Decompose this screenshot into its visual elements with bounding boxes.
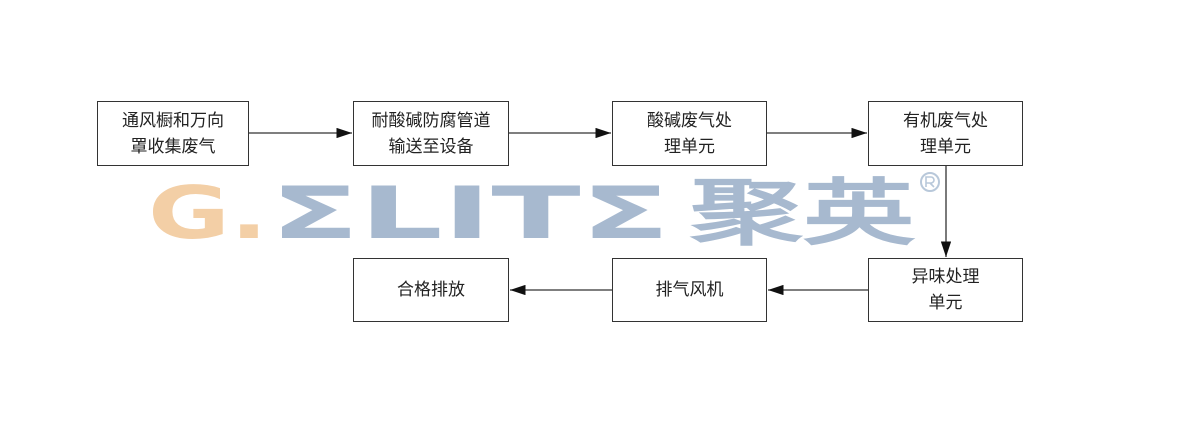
node-text: 理单元 [920,136,971,157]
node-odor: 异味处理单元 [868,258,1023,322]
node-text: 通风橱和万向 [122,110,224,131]
node-text: 单元 [928,293,963,313]
node-text: 酸碱废气处 [647,110,732,131]
node-text: 异味处理 [911,267,980,287]
node-text: 输送至设备 [388,136,474,157]
node-text: 合格排放 [397,280,465,300]
node-text: 排气风机 [655,280,724,300]
watermark-g: G. [148,171,268,255]
node-organic: 有机废气处理单元 [868,101,1023,166]
watermark-cn: 聚英 [688,171,916,255]
node-collect: 通风橱和万向罩收集废气 [97,101,249,166]
node-text: 罩收集废气 [130,136,216,157]
node-text: 有机废气处 [903,110,988,131]
node-fan: 排气风机 [612,258,767,322]
node-pipe: 耐酸碱防腐管道输送至设备 [353,101,509,166]
node-acid: 酸碱废气处理单元 [612,101,767,166]
registered-mark-icon [920,172,940,192]
node-discharge: 合格排放 [353,258,509,322]
watermark-latin: ΣLITΣ [270,171,670,255]
node-text: 耐酸碱防腐管道 [371,110,491,131]
node-text: 理单元 [664,136,715,157]
